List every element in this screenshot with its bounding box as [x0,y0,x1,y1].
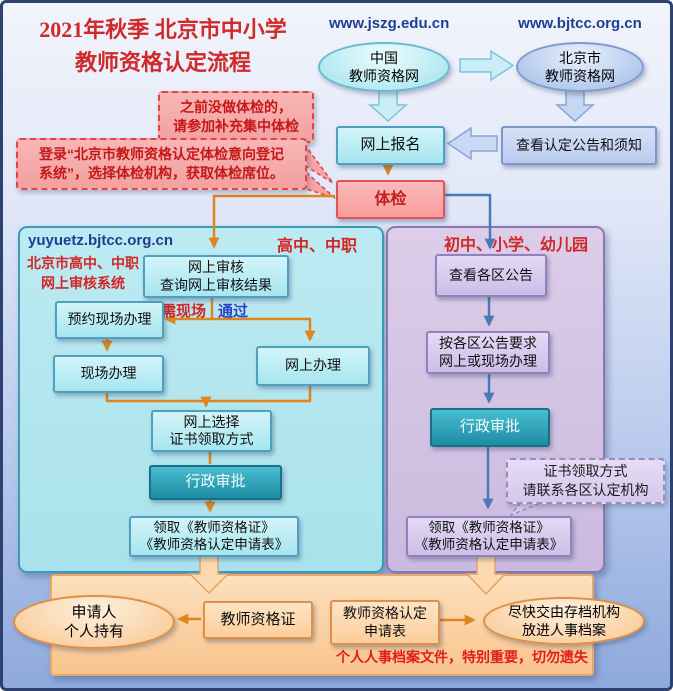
node-admin-approval-left: 行政审批 [149,465,282,500]
node-holder: 申请人 个人持有 [13,595,175,649]
node-physical-exam: 体检 [336,180,445,219]
node-teacher-cert: 教师资格证 [203,601,313,639]
archive-warning-text: 个人人事档案文件，特别重要，切勿遗失 [336,649,588,665]
fat-arrow-china-down [368,88,408,123]
left-panel-category-label: 高中、中职 [276,238,357,255]
node-online-handle: 网上办理 [256,346,370,386]
node-view-notice: 查看认定公告和须知 [501,126,657,165]
node-beijing-teacher-site: 北京市 教师资格网 [516,42,644,92]
node-online-review: 网上审核 查询网上审核结果 [143,255,289,298]
node-china-teacher-site: 中国 教师资格网 [318,42,450,92]
node-online-register: 网上报名 [336,126,445,165]
branch-label-pass: 通过 [218,303,249,320]
node-admin-approval-right: 行政审批 [430,408,550,447]
fat-arrow-china-to-beijing [459,49,515,82]
node-choose-delivery: 网上选择 证书领取方式 [151,410,272,452]
right-panel-category-label: 初中、小学、幼儿园 [443,237,588,254]
branch-label-need-onsite: 需现场 [161,303,207,320]
callout-exam-supplement: 之前没做体检的， 请参加补充集中体检 [158,91,314,143]
node-follow-requirements: 按各区公告要求 网上或现场办理 [426,331,550,374]
node-view-district-notice: 查看各区公告 [435,254,547,297]
url-bjtcc: www.bjtcc.org.cn [518,15,642,32]
node-book-onsite: 预约现场办理 [55,301,164,339]
node-archive: 尽快交由存档机构 放进人事档案 [483,597,645,645]
left-panel-system-label: 北京市高中、中职 网上审核系统 [27,255,139,291]
page-title: 2021年秋季 北京市中小学 教师资格认定流程 [39,17,287,75]
url-jszg: www.jszg.edu.cn [329,15,450,32]
node-application-form: 教师资格认定 申请表 [330,600,440,645]
node-receive-cert-left: 领取《教师资格证》 《教师资格认定申请表》 [129,516,299,557]
callout-exam-login: 登录“北京市教师资格认定体检意向登记 系统”，选择体检机构，获取体检席位。 [16,138,307,190]
fat-arrow-notice-to-register [446,126,498,161]
callout-cert-pickup: 证书领取方式 请联系各区认定机构 [506,458,665,504]
node-onsite-handle: 现场办理 [53,355,164,393]
left-panel-url: yuyuetz.bjtcc.org.cn [28,232,174,249]
node-receive-cert-right: 领取《教师资格证》 《教师资格认定申请表》 [406,516,572,557]
fat-arrow-beijing-down [555,88,595,123]
